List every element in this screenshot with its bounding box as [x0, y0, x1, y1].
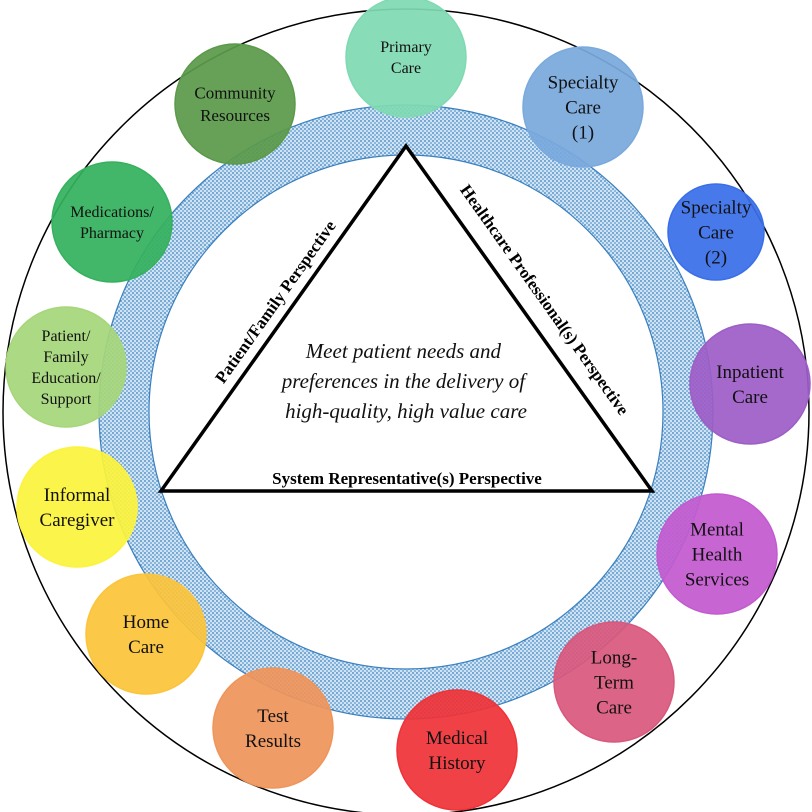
node-label-line: Caregiver: [40, 510, 116, 531]
node-label-line: Pharmacy: [80, 225, 144, 242]
node-label-line: Education/: [31, 370, 101, 387]
node-circle-mental-health-services: [656, 493, 778, 615]
node-circle-medications-pharmacy: [51, 161, 173, 283]
center-mission-text: Meet patient needs and preferences in th…: [280, 339, 531, 423]
blue-ring: [99, 105, 713, 719]
node-medications-pharmacy: Medications/Pharmacy: [51, 161, 173, 283]
node-circle-community-resources: [174, 43, 296, 165]
node-label-line: Care: [128, 637, 164, 658]
node-circle-test-results: [212, 667, 334, 789]
node-label-line: Medications/: [70, 204, 154, 221]
node-label-line: (2): [705, 248, 727, 269]
node-label-medications-pharmacy: Medications/Pharmacy: [70, 204, 154, 242]
node-circle-specialty-care-2: [667, 183, 765, 281]
node-label-line: Specialty: [548, 72, 619, 93]
node-label-line: Care: [596, 698, 632, 719]
node-label-line: Services: [685, 570, 749, 591]
node-label-line: Care: [391, 60, 421, 77]
node-circle-inpatient-care: [689, 323, 811, 445]
node-label-line: Resources: [200, 106, 270, 125]
node-label-line: Community: [194, 84, 276, 103]
node-circle-long-term-care: [553, 621, 675, 743]
node-label-line: Inpatient: [716, 362, 784, 383]
node-label-line: Term: [594, 673, 634, 694]
center-line-2: preferences in the delivery of: [280, 369, 529, 393]
node-label-line: Patient/: [42, 328, 91, 345]
node-label-line: Care: [732, 387, 768, 408]
node-circle-primary-care: [345, 0, 467, 118]
node-label-line: Long-: [591, 647, 637, 668]
node-label-line: (1): [572, 123, 594, 144]
node-label-line: History: [429, 753, 487, 774]
node-label-line: Specialty: [681, 197, 752, 218]
node-label-line: Care: [565, 98, 601, 119]
node-circle-informal-caregiver: [16, 446, 138, 568]
center-line-1: Meet patient needs and: [305, 339, 502, 363]
node-label-line: Support: [41, 391, 92, 408]
center-line-3: high-quality, high value care: [285, 399, 527, 423]
node-label-line: Results: [245, 731, 301, 752]
node-label-line: Care: [698, 223, 734, 244]
node-circle-home-care: [85, 573, 207, 695]
node-label-line: Family: [43, 349, 88, 366]
node-label-line: Mental: [690, 519, 744, 540]
node-label-line: Medical: [426, 728, 488, 749]
node-circle-specialty-care-1: [522, 46, 644, 168]
perspective-triangle: [157, 142, 656, 493]
node-label-line: Primary: [380, 39, 432, 56]
system-representative-perspective-label: System Representative(s) Perspective: [272, 469, 542, 488]
node-label-line: Informal: [44, 485, 110, 506]
node-label-line: Home: [123, 612, 169, 633]
node-label-line: Health: [692, 545, 743, 566]
node-label-line: Test: [257, 706, 289, 727]
node-circle-medical-history: [396, 689, 518, 811]
node-circle-patient-family-education-support: [5, 306, 127, 428]
